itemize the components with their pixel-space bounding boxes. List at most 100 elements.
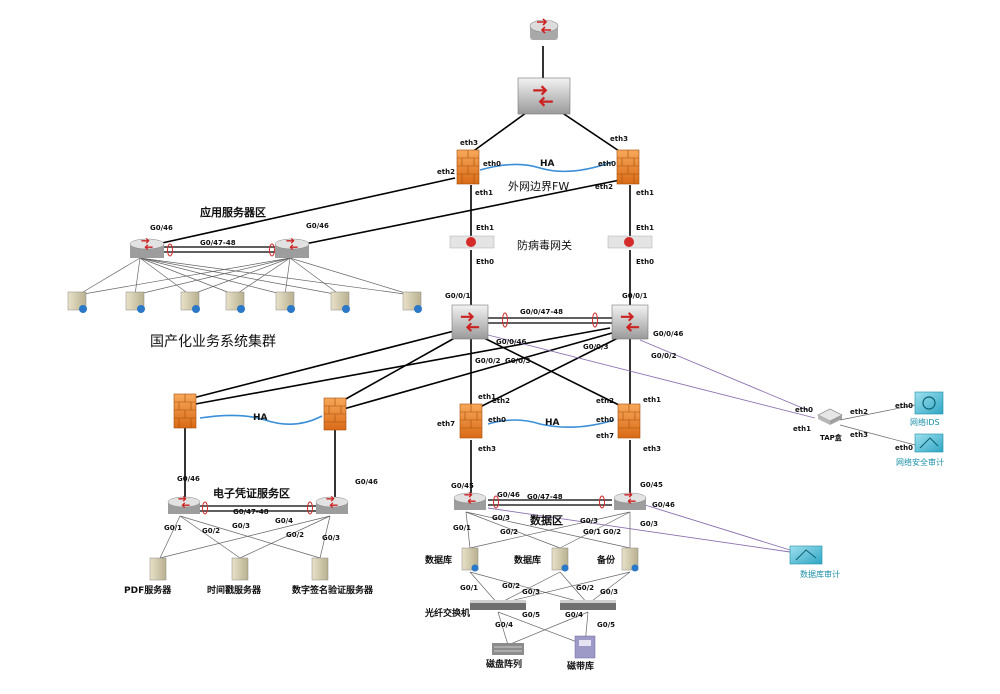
port-label: eth3 bbox=[850, 431, 868, 439]
port-label: eth0 bbox=[488, 416, 506, 424]
port-label: G0/1 bbox=[164, 524, 182, 532]
ids-label: 网络IDS bbox=[910, 417, 940, 427]
app-server bbox=[67, 291, 87, 313]
db1-label: 数据库 bbox=[425, 554, 452, 566]
app-switch-right bbox=[274, 237, 310, 258]
port-label: G0/4 bbox=[275, 517, 293, 525]
port-label: G0/3 bbox=[322, 534, 340, 542]
port-label: G0/5 bbox=[597, 621, 615, 629]
timestamp-server-label: 时间戳服务器 bbox=[207, 584, 262, 596]
port-label: eth2 bbox=[492, 397, 510, 405]
port-label: G0/46 bbox=[652, 501, 675, 509]
port-label: G0/0/3 bbox=[583, 343, 609, 351]
fc-switch-left bbox=[470, 600, 526, 610]
pdf-server-label: PDF服务器 bbox=[124, 584, 172, 596]
port-label: G0/3 bbox=[600, 588, 618, 596]
port-label: eth0 bbox=[598, 160, 616, 168]
port-label: G0/0/46 bbox=[496, 338, 526, 346]
zone-app-server: 应用服务器区 bbox=[200, 205, 266, 219]
backup-label: 备份 bbox=[596, 554, 616, 566]
port-label: G0/2 bbox=[502, 582, 520, 590]
port-label: eth2 bbox=[596, 397, 614, 405]
edge-switch bbox=[517, 77, 571, 115]
port-label: G0/2 bbox=[603, 528, 621, 536]
app-server bbox=[275, 291, 295, 313]
internal-firewall-left bbox=[459, 403, 483, 439]
port-label: G0/0/1 bbox=[622, 292, 648, 300]
database-server-2 bbox=[551, 547, 569, 572]
pdf-server bbox=[149, 557, 167, 581]
port-label: eth1 bbox=[475, 189, 493, 197]
port-label: G0/4 bbox=[495, 621, 513, 629]
port-label: G0/46 bbox=[150, 224, 173, 232]
fc-switch-label: 光纤交换机 bbox=[424, 607, 470, 619]
ha-label-left: HA bbox=[253, 413, 268, 423]
network-security-audit bbox=[914, 433, 944, 453]
app-server bbox=[225, 291, 245, 313]
evoucher-firewall-right bbox=[323, 397, 347, 431]
port-label: eth1 bbox=[793, 425, 811, 433]
zone-data: 数据区 bbox=[530, 513, 563, 527]
outer-firewall-right bbox=[616, 149, 640, 185]
data-switch-right bbox=[613, 491, 647, 510]
port-label: G0/2 bbox=[286, 531, 304, 539]
port-label: eth3 bbox=[643, 445, 661, 453]
port-label: G0/46 bbox=[355, 478, 378, 486]
port-label: G0/2 bbox=[202, 527, 220, 535]
ha-label-right: HA bbox=[545, 418, 560, 428]
port-label: G0/0/2 bbox=[475, 357, 501, 365]
port-label: G0/1 bbox=[460, 584, 478, 592]
ha-label-top: HA bbox=[540, 159, 555, 169]
disk-array bbox=[492, 643, 524, 655]
port-label: G0/47-48 bbox=[527, 493, 563, 501]
backup-server bbox=[621, 547, 639, 572]
port-label: eth3 bbox=[610, 135, 628, 143]
zone-domestic-cluster: 国产化业务系统集群 bbox=[150, 333, 276, 350]
signature-verify-server bbox=[311, 557, 329, 581]
port-label: eth0 bbox=[795, 406, 813, 414]
disk-array-label: 磁盘阵列 bbox=[486, 658, 522, 670]
port-label: eth2 bbox=[595, 183, 613, 191]
db2-label: 数据库 bbox=[514, 554, 541, 566]
port-label: G0/3 bbox=[580, 517, 598, 525]
zone-outer-fw: 外网边界FW bbox=[508, 180, 569, 193]
zone-e-voucher: 电子凭证服务区 bbox=[213, 486, 290, 500]
port-label: eth1 bbox=[478, 393, 496, 401]
port-label: eth7 bbox=[596, 432, 614, 440]
tape-lib-label: 磁带库 bbox=[567, 660, 594, 672]
tap-box bbox=[817, 408, 843, 425]
tape-library bbox=[574, 635, 596, 659]
port-label: eth0 bbox=[895, 402, 913, 410]
port-label: G0/0/3 bbox=[505, 357, 531, 365]
fc-switch-right bbox=[560, 600, 616, 610]
links bbox=[77, 46, 916, 646]
sig-verify-server-label: 数字签名验证服务器 bbox=[292, 584, 374, 596]
port-label: G0/46 bbox=[306, 222, 329, 230]
app-server bbox=[125, 291, 145, 313]
port-label: G0/47-48 bbox=[233, 508, 269, 516]
evoucher-firewall-left bbox=[173, 393, 197, 429]
net-audit-label: 网络安全审计 bbox=[896, 457, 944, 467]
database-server-1 bbox=[461, 547, 479, 572]
labels: 应用服务器区 国产化业务系统集群 外网边界FW 防病毒网关 电子凭证服务区 数据… bbox=[124, 135, 944, 672]
port-label: eth1 bbox=[643, 396, 661, 404]
port-label: G0/3 bbox=[232, 522, 250, 530]
port-label: G0/0/2 bbox=[651, 352, 677, 360]
port-label: G0/3 bbox=[640, 520, 658, 528]
internet-router bbox=[529, 18, 559, 40]
port-label: eth1 bbox=[636, 189, 654, 197]
port-label: G0/45 bbox=[451, 482, 474, 490]
antivirus-gateway-left bbox=[449, 235, 495, 249]
db-audit-label: 数据库审计 bbox=[800, 569, 840, 579]
link-aggregation-markers bbox=[167, 243, 605, 515]
port-label: eth2 bbox=[437, 168, 455, 176]
port-label: G0/5 bbox=[522, 611, 540, 619]
port-label: Eth1 bbox=[476, 224, 494, 232]
port-label: G0/2 bbox=[576, 584, 594, 592]
core-switch-right bbox=[611, 304, 649, 340]
antivirus-gateway-right bbox=[607, 235, 653, 249]
network-ids bbox=[914, 391, 944, 415]
port-label: G0/3 bbox=[522, 588, 540, 596]
port-label: eth2 bbox=[850, 408, 868, 416]
port-label: eth0 bbox=[596, 416, 614, 424]
